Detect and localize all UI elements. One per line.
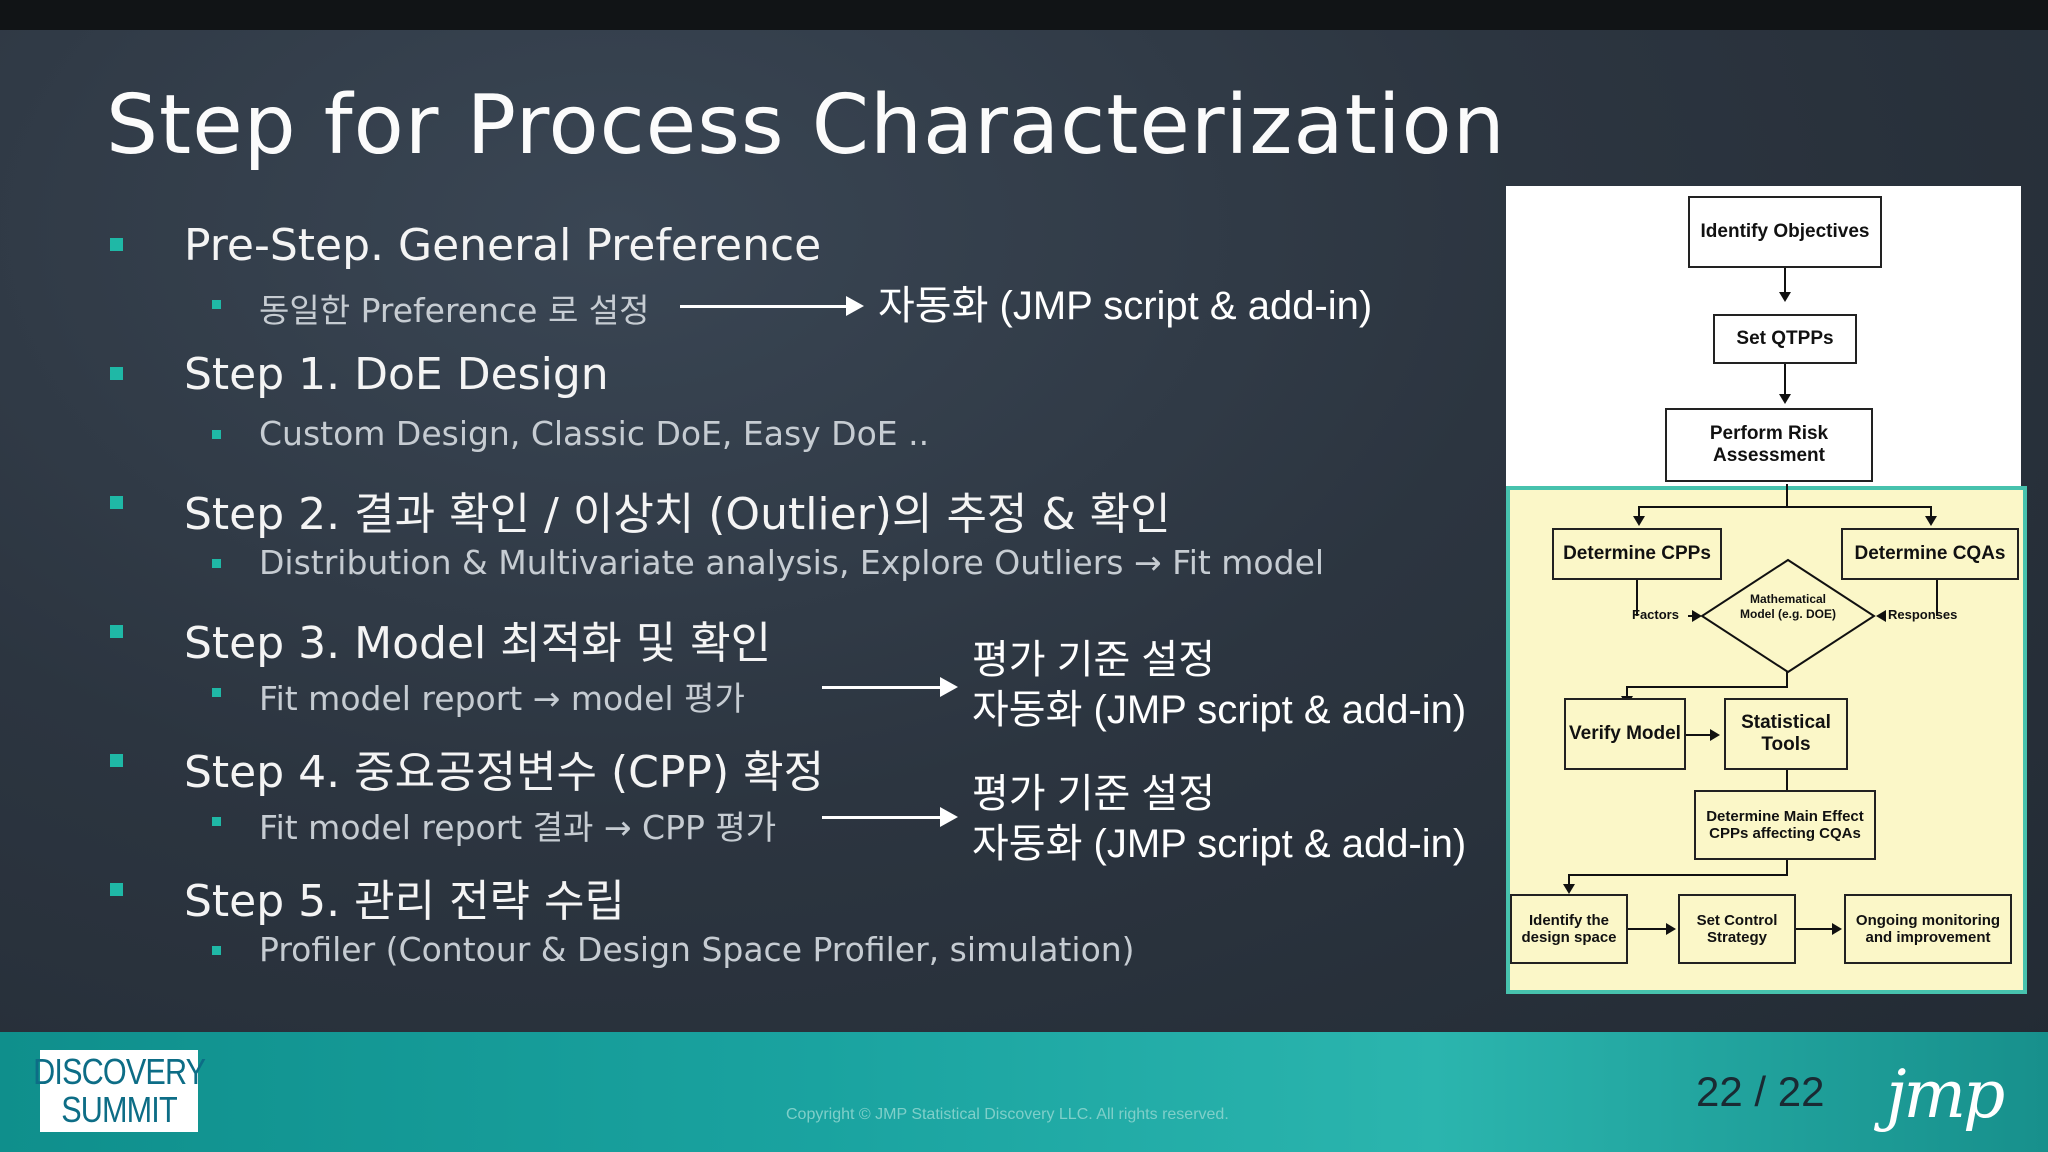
connector-line [1568,874,1570,888]
sub-bullet-text: Fit model report → model 평가 [259,679,745,718]
bullet-marker [110,754,123,767]
page-number: 22 / 22 [1696,1068,1825,1115]
note-step4-line2: 자동화 (JMP script & add-in) [972,822,1467,866]
slide-title: Step for Process Characterization [106,78,1506,173]
sub-bullet-step-2: Distribution & Multivariate analysis, Ex… [212,539,1512,583]
sub-bullet-step-1: Custom Design, Classic DoE, Easy DoE .. [212,410,1512,454]
sub-bullet-pre-step: 동일한 Preference 로 설정 [212,280,1512,330]
footer-bar [0,1032,2048,1152]
bullet-step-2: Step 2. 결과 확인 / 이상치 (Outlier)의 추정 & 확인 [106,472,1406,540]
note-step3-line1: 평가 기준 설정 [972,638,1216,682]
sub-bullet-text: Fit model report 결과 → CPP 평가 [259,808,777,847]
flowchart-top-panel: Identify Objectives Set QTPPs Perform Ri… [1506,186,2021,488]
note-step3-line2: 자동화 (JMP script & add-in) [972,688,1467,732]
box-determine-main-effect: Determine Main Effect CPPs affecting CQA… [1694,790,1876,860]
connector-line [1936,580,1938,616]
bullet-marker [110,367,123,380]
box-identify-objectives: Identify Objectives [1688,196,1882,268]
connector-line [1626,686,1628,700]
arrow-down-icon [1563,884,1575,894]
bullet-step-3: Step 3. Model 최적화 및 확인 [106,601,1406,669]
connector-line [1628,928,1670,930]
arrow-right-icon [1666,923,1676,935]
arrow-left-icon [1876,610,1886,622]
sub-bullet-marker [212,430,221,439]
connector-line [1636,580,1638,616]
sub-bullet-text: 동일한 Preference 로 설정 [259,291,650,330]
bullet-step-4: Step 4. 중요공정변수 (CPP) 확정 [106,730,1406,798]
top-bar [0,0,2048,30]
diamond-math-model [1700,558,1876,674]
connector-line [1786,770,1788,790]
connector-line [1626,686,1788,688]
bullet-pre-step: Pre-Step. General Preference [106,214,1406,274]
connector-line [1786,484,1788,506]
flowchart-bottom-panel: Determine CPPs Determine CQAs Mathematic… [1506,484,2027,994]
connector-line [1686,734,1714,736]
connector-line [1930,506,1932,520]
connector-line [1796,928,1836,930]
box-ongoing-monitoring: Ongoing monitoring and improvement [1844,894,2012,964]
arrow-right-icon [822,807,958,827]
sub-bullet-marker [212,946,221,955]
box-statistical-tools: Statistical Tools [1724,698,1848,770]
bullet-marker [110,238,123,251]
connector-line [1638,506,1640,520]
math-model-label: Mathematical Model (e.g. DOE) [1740,592,1836,621]
copyright-text: Copyright © JMP Statistical Discovery LL… [786,1106,1229,1123]
arrow-down-icon [1633,516,1645,526]
connector-line [1786,860,1788,874]
factors-label: Factors [1632,607,1679,622]
bullet-text: Step 5. 관리 전략 수립 [184,876,625,927]
bullet-marker [110,625,123,638]
sub-bullet-text: Custom Design, Classic DoE, Easy DoE .. [259,414,930,453]
sub-bullet-text: Distribution & Multivariate analysis, Ex… [259,543,1325,582]
connector-line [1786,672,1788,686]
bullet-text: Step 1. DoE Design [184,349,609,400]
arrow-down-icon [1925,516,1937,526]
note-step4-line1: 평가 기준 설정 [972,772,1216,816]
note-pre-step: 자동화 (JMP script & add-in) [878,284,1373,328]
sub-bullet-marker [212,559,221,568]
sub-bullet-step-4: Fit model report 결과 → CPP 평가 [212,797,1512,847]
arrow-right-icon [1710,729,1720,741]
sub-bullet-marker [212,300,221,309]
box-verify-model: Verify Model [1564,698,1686,770]
arrow-right-icon [1692,610,1702,622]
arrow-right-icon [1832,923,1842,935]
bullet-text: Step 3. Model 최적화 및 확인 [184,618,772,669]
jmp-logo: jmp [1886,1056,2005,1133]
logo-line-1: DISCOVERY [32,1051,206,1092]
sub-bullet-marker [212,688,221,697]
sub-bullet-text: Profiler (Contour & Design Space Profile… [259,930,1135,969]
connector-line [1638,506,1932,508]
bullet-text: Pre-Step. General Preference [184,220,822,271]
sub-bullet-step-3: Fit model report → model 평가 [212,668,1512,718]
arrow-right-icon [822,677,958,697]
bullet-marker [110,883,123,896]
bullet-marker [110,496,123,509]
bullet-text: Step 4. 중요공정변수 (CPP) 확정 [184,747,825,798]
bullet-step-5: Step 5. 관리 전략 수립 [106,859,1406,927]
connector-line [1784,268,1786,296]
responses-label: Responses [1888,607,1958,622]
box-identify-design-space: Identify the design space [1510,894,1628,964]
discovery-summit-logo: DISCOVERY SUMMIT [33,1050,206,1132]
box-perform-risk: Perform Risk Assessment [1665,408,1873,482]
box-determine-cpps: Determine CPPs [1552,528,1722,580]
connector-line [1568,874,1788,876]
box-set-qtpps: Set QTPPs [1713,314,1857,364]
bullet-step-1: Step 1. DoE Design [106,343,1406,403]
logo-line-2: SUMMIT [61,1089,177,1130]
bullet-text: Step 2. 결과 확인 / 이상치 (Outlier)의 추정 & 확인 [184,489,1171,540]
sub-bullet-step-5: Profiler (Contour & Design Space Profile… [212,926,1512,970]
box-determine-cqas: Determine CQAs [1841,528,2019,580]
sub-bullet-marker [212,817,221,826]
box-set-control-strategy: Set Control Strategy [1678,894,1796,964]
arrow-down-icon [1779,292,1791,302]
arrow-down-icon [1779,394,1791,404]
arrow-right-icon [680,296,864,316]
connector-line [1784,364,1786,398]
